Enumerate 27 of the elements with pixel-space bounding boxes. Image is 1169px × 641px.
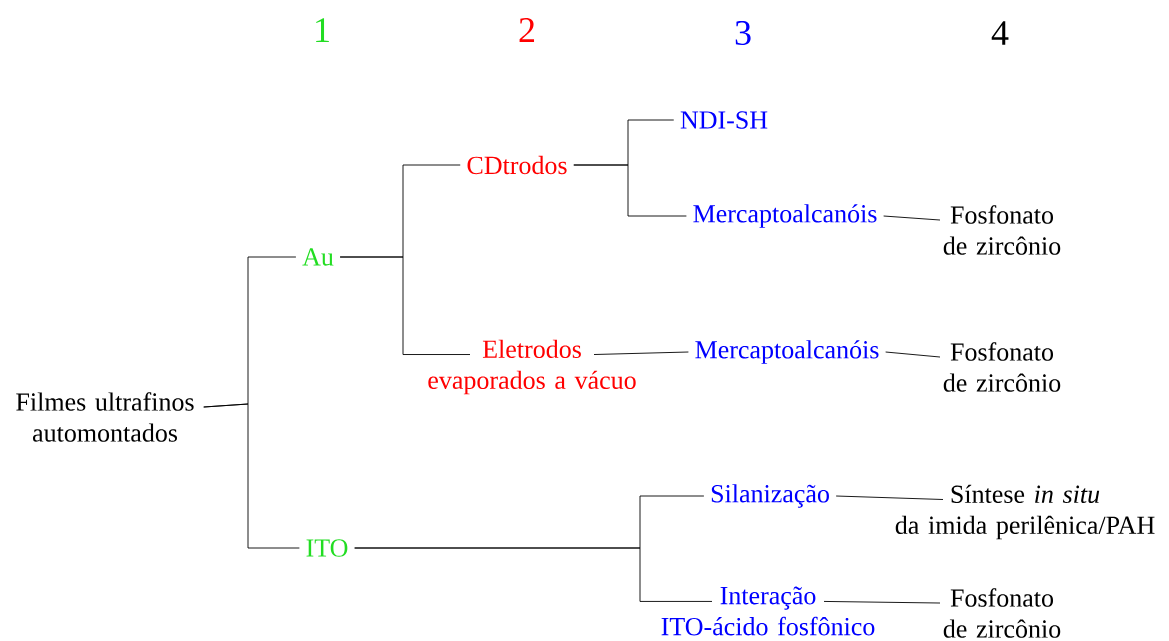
column-number: 1 bbox=[316, 18, 329, 42]
category-label: Fosfonato de zircônio bbox=[943, 588, 1061, 638]
category-label: Fosfonato de zircônio bbox=[943, 205, 1061, 255]
category-label: Au bbox=[302, 248, 334, 266]
category-label: NDI-SH bbox=[680, 111, 768, 129]
category-label: Fosfonato de zircônio bbox=[943, 342, 1061, 392]
connector-line bbox=[823, 600, 941, 604]
column-number: 3 bbox=[735, 20, 751, 46]
connector-line bbox=[883, 215, 941, 221]
connector-line bbox=[339, 256, 471, 355]
category-label: Silanização bbox=[711, 484, 829, 508]
category-label: Interação ITO-ácido fosfônico bbox=[661, 586, 875, 636]
category-label: Síntese in situ da imida perilênica/PAH bbox=[895, 484, 1155, 540]
connector-line bbox=[593, 351, 689, 355]
column-number: 4 bbox=[991, 21, 1009, 45]
category-label: Mercaptoalcanóis bbox=[693, 204, 877, 228]
connector-line bbox=[354, 547, 713, 602]
category-label: ITO bbox=[306, 539, 348, 557]
category-label: CDtrodos bbox=[467, 155, 567, 175]
connector-line bbox=[203, 403, 300, 549]
connector-line bbox=[885, 351, 941, 358]
category-label: Eletrodos evaporados a vácuo bbox=[428, 339, 636, 395]
category-label: Filmes ultrafinos automontados bbox=[16, 392, 194, 442]
connector-line bbox=[835, 495, 944, 500]
connector-line bbox=[573, 164, 687, 217]
column-number: 2 bbox=[519, 18, 534, 42]
category-label: Mercaptoalcanóis bbox=[695, 340, 879, 364]
